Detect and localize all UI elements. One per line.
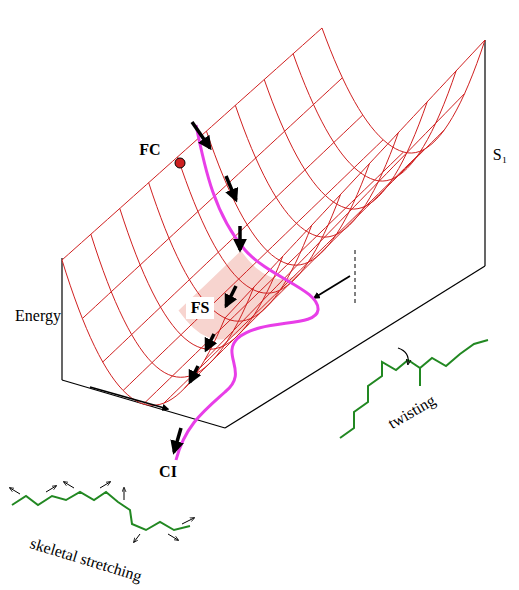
mesh-line xyxy=(144,152,404,404)
mesh-line xyxy=(264,80,427,210)
mesh-line xyxy=(82,78,342,319)
mode-label: skeletal stretching xyxy=(28,535,144,586)
trajectory-arrows xyxy=(174,122,240,452)
franck-condon-point xyxy=(175,158,185,168)
surface-fill xyxy=(62,28,485,405)
state-label: FS xyxy=(191,299,210,316)
mesh-line xyxy=(293,54,456,181)
mesh-line xyxy=(178,157,341,293)
state-label: FC xyxy=(137,141,162,159)
twisting-molecule xyxy=(340,340,488,438)
stretch-arrows xyxy=(10,482,194,542)
mesh-line xyxy=(123,140,383,391)
mode-label: twisting xyxy=(385,391,438,432)
axis-arrow xyxy=(90,387,168,409)
surface-mesh xyxy=(62,28,485,405)
mesh-line xyxy=(184,130,444,389)
mesh-line xyxy=(205,94,465,361)
surface-label: S₁ xyxy=(493,146,507,164)
mesh-line xyxy=(62,260,225,405)
dashed-drop xyxy=(355,250,356,305)
twist-arrow xyxy=(398,348,408,364)
wavepacket-path xyxy=(176,125,318,460)
mesh-line xyxy=(164,150,424,404)
mesh-line xyxy=(62,28,322,260)
axis-label: Energy xyxy=(15,307,61,325)
state-label: CI xyxy=(159,463,177,481)
stretching-molecule xyxy=(12,492,190,530)
state-box: FS xyxy=(186,297,215,319)
mesh-line xyxy=(225,40,485,318)
mesh-line xyxy=(322,28,485,153)
mesh-line xyxy=(91,234,254,377)
mesh-line xyxy=(206,131,369,265)
axis-arrow xyxy=(314,276,350,298)
mesh-line xyxy=(235,105,398,237)
